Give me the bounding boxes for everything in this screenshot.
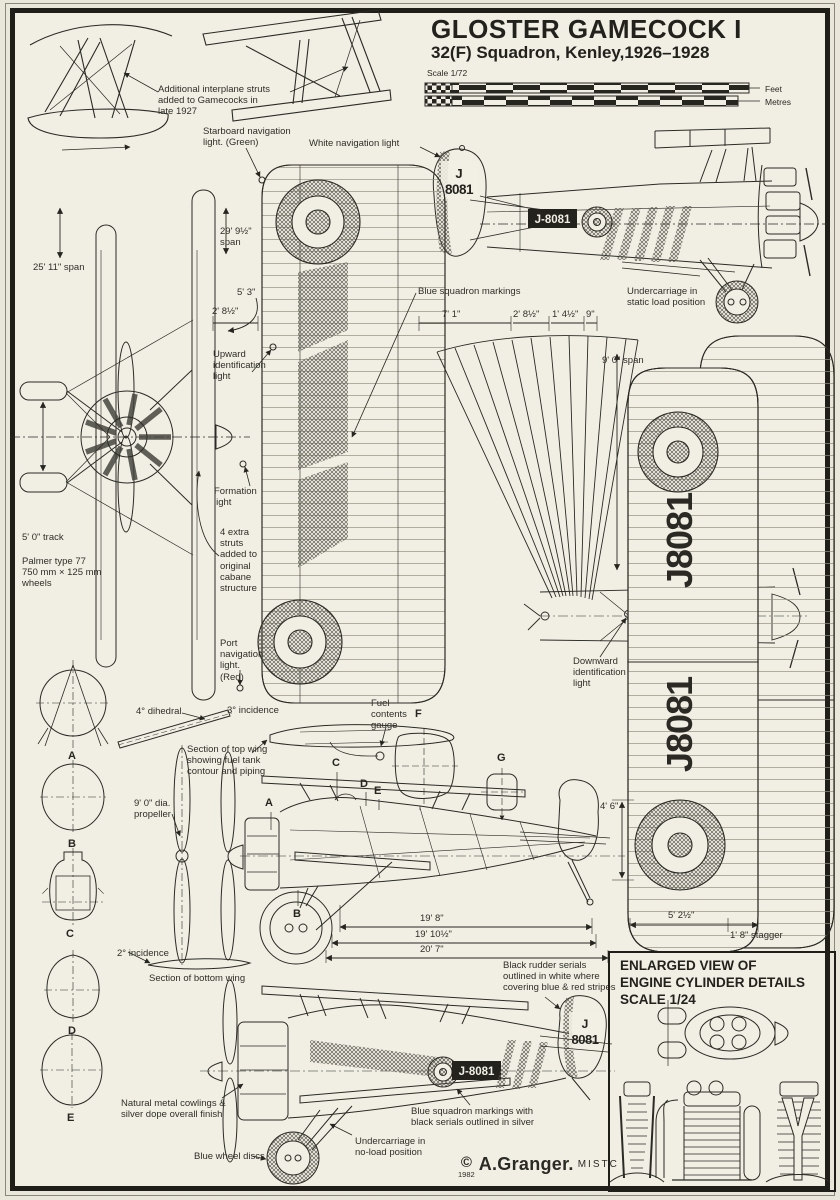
scale-metres-label: Metres [765,97,791,107]
front-view [10,189,455,761]
annotation-port-nav-light: Port navigation light. (Red) [220,638,264,683]
tail-serial-letter-bottom: J [582,1017,589,1031]
leader-lines [123,66,627,1161]
dim-5-2h: 5' 2½" [668,910,695,921]
marker-letter-d: D [360,778,368,790]
annotation-blue-wheel-discs: Blue wheel discs [194,1151,265,1162]
marker-letter-f: F [415,708,422,720]
engine-detail-drawings [609,1000,831,1183]
marker-letter-c: C [332,757,340,769]
dim-19-10h: 19' 10½" [415,929,452,940]
annotation-extra-struts: 4 extra struts added to original cabane … [220,527,257,595]
fuselage-cross-sections [36,660,110,1108]
annotation-palmer-wheels: Palmer type 77 750 mm × 125 mm wheels [22,556,102,590]
marker-letter-a: A [265,797,273,809]
wing-underside-views [627,335,835,953]
tail-serial-digits-top: 8081 [445,182,474,197]
annotation-fuel-gauge: Fuel contents gauge [371,698,407,732]
marker-letter-e: E [374,785,382,797]
side-view-bottom [200,979,615,1185]
page-title: GLOSTER GAMECOCK I [431,14,742,44]
dim-5-3: 5' 3" [237,287,256,298]
copyright: © 1982 A.Granger. MISTC [458,1155,619,1179]
dim-track: 5' 0" track [22,532,64,543]
dim-span-upper: 29' 9½" span [220,226,252,249]
annotation-bottom-wing-section: Section of bottom wing [149,973,246,984]
dim-span-lower: 25' 11" span [33,262,85,273]
section-letter-c: C [66,928,74,940]
annotation-natural-metal: Natural metal cowlings & silver dope ove… [121,1098,226,1121]
plan-view-top-wing [257,164,446,704]
dim-1-4h: 1' 4½" [552,309,579,320]
marker-letter-g: G [497,752,506,764]
annotation-rudder-serials: Black rudder serials outlined in white w… [503,960,616,994]
copyright-symbol: © [460,1154,472,1171]
section-letter-d: D [68,1025,76,1037]
dimension-lines [39,207,759,963]
scale-feet-label: Feet [765,84,783,94]
wing-serial-upper: J8081 [659,492,700,588]
section-letter-e: E [67,1112,75,1124]
annotation-downward-id-light: Downward identification light [573,656,626,690]
dim-dihedral: 4° dihedral [136,706,182,717]
annotation-blue-squadron-serials: Blue squadron markings with black serial… [411,1106,535,1129]
sketch-interplane-struts [202,9,392,122]
dim-9-0-span: 9' 0" span [602,355,644,366]
side-view-middle [127,728,625,970]
annotation-white-nav-light: White navigation light [309,138,400,149]
fuselage-serial-bottom: J-8081 [459,1066,495,1078]
wing-serial-lower: J8081 [659,676,700,772]
dim-19-8: 19' 8" [420,913,444,924]
dim-20-7: 20' 7" [420,944,444,955]
annotation-top-wing-section: Section of top wing showing fuel tank co… [187,744,268,778]
copyright-suffix: MISTC [577,1159,619,1170]
section-letter-a: A [68,750,76,762]
dim-4-6: 4' 6" [600,801,619,812]
page-subtitle: 32(F) Squadron, Kenley,1926–1928 [431,43,710,62]
copyright-name: A.Granger. [478,1154,574,1174]
tail-serial-letter-top: J [455,166,462,181]
section-letter-b: B [68,838,76,850]
annotation-upward-id-light: Upward identification light [213,349,266,383]
annotation-blue-squadron-markings: Blue squadron markings [418,286,521,297]
annotation-starboard-nav-light: Starboard navigation light. (Green) [203,126,291,149]
dim-incidence-2: 2° incidence [117,948,169,959]
annotation-additional-struts: Additional interplane struts added to Ga… [158,84,270,118]
scale-label: Scale 1/72 [427,68,468,78]
tail-serial-digits-bottom: 8081 [572,1032,599,1047]
scale-bar [424,82,760,107]
dim-9: 9" [586,309,595,320]
marker-letter-b: B [293,908,301,920]
enlarged-view-title: ENLARGED VIEW OF ENGINE CYLINDER DETAILS… [620,958,806,1007]
copyright-year: 1982 [458,1170,475,1179]
dim-2-8h-left: 2' 8½" [212,306,239,317]
side-view-top [432,127,828,324]
dim-2-8h-mid: 2' 8½" [513,309,540,320]
enlarged-view-box: ENLARGED VIEW OF ENGINE CYLINDER DETAILS… [608,951,836,1192]
dim-incidence-3: 3° incidence [227,705,279,716]
fuselage-serial-top: J-8081 [535,214,571,226]
annotation-formation-light: Formation light [214,486,257,509]
serial-markings: J 8081 J-8081 J8081 J8081 J 8081 J-8081 [445,166,700,1078]
sketch-cabane-struts [27,24,173,151]
annotation-undercarriage-static: Undercarriage in static load position [627,286,706,309]
annotation-undercarriage-noload: Undercarriage in no-load position [355,1136,426,1159]
annotation-propeller-dia: 9' 0" dia. propeller [134,798,171,821]
dim-7-1: 7' 1" [442,309,461,320]
dim-stagger: 1' 8" stagger [730,930,783,941]
